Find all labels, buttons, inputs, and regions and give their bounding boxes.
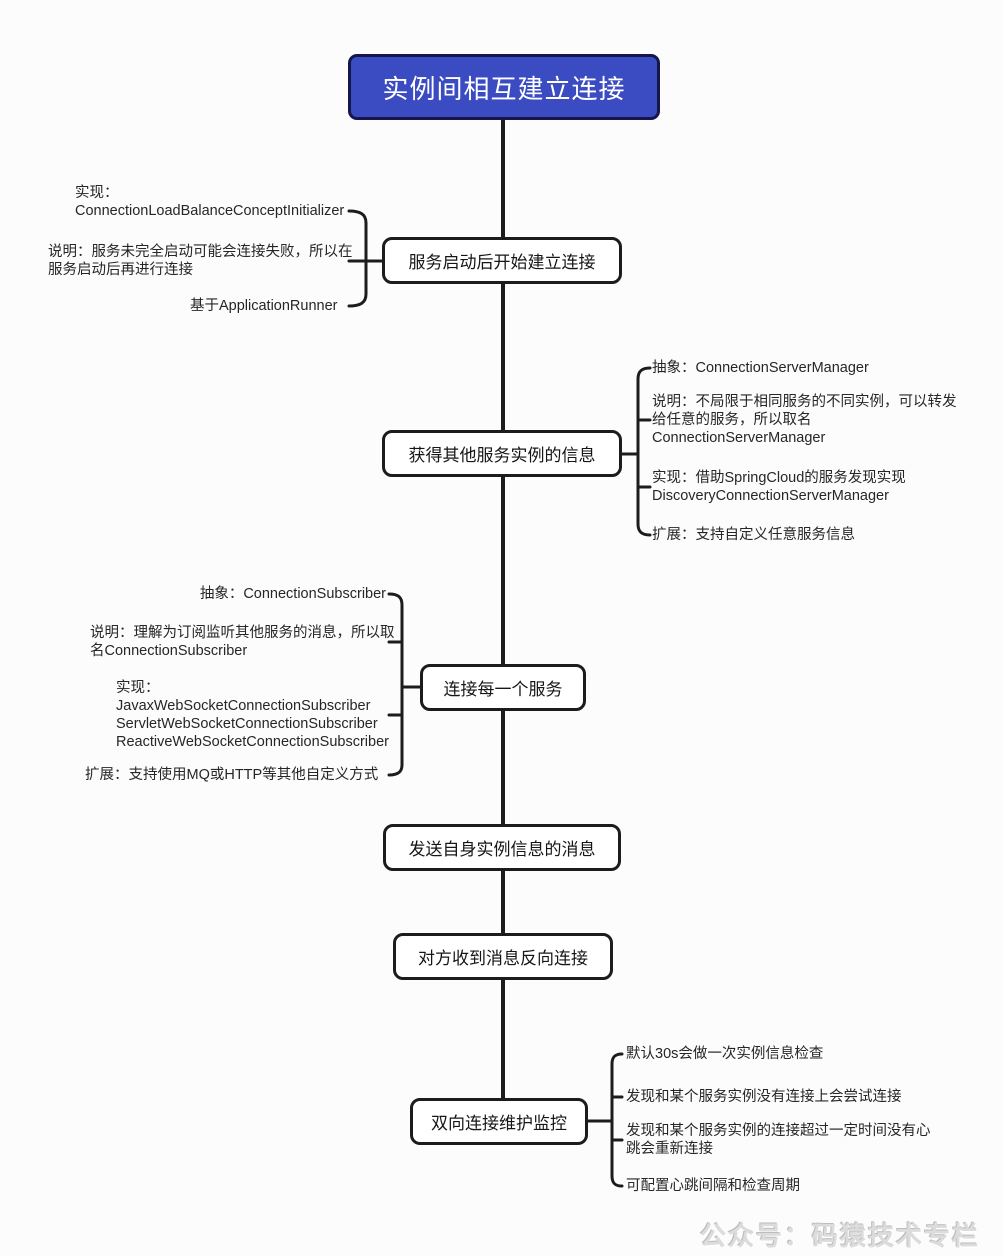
annotation-servermanager-extend: 扩展：支持自定义任意服务信息 <box>652 527 855 543</box>
annotation-subscriber-impl: 实现： JavaxWebSocketConnectionSubscriber S… <box>116 680 389 750</box>
flow-node-connect-each: 连接每一个服务 <box>420 664 586 711</box>
flow-node-monitor: 双向连接维护监控 <box>410 1098 588 1145</box>
annotation-monitor-check: 默认30s会做一次实例信息检查 <box>626 1046 824 1062</box>
annotation-servermanager-abstract: 抽象：ConnectionServerManager <box>652 360 869 376</box>
flow-node-reverse-connect: 对方收到消息反向连接 <box>393 933 613 980</box>
annotation-subscriber-note: 说明：理解为订阅监听其他服务的消息，所以取 名ConnectionSubscri… <box>90 625 395 659</box>
annotation-startup-runner: 基于ApplicationRunner <box>190 298 338 314</box>
annotation-subscriber-extend: 扩展：支持使用MQ或HTTP等其他自定义方式 <box>85 767 379 783</box>
flow-node-get-instances: 获得其他服务实例的信息 <box>382 430 622 477</box>
annotation-monitor-retry: 发现和某个服务实例没有连接上会尝试连接 <box>626 1089 902 1105</box>
annotation-startup-impl: 实现： ConnectionLoadBalanceConceptInitiali… <box>75 185 345 219</box>
bracket-server-manager <box>620 366 652 537</box>
watermark-text: 公众号：码猿技术专栏 <box>700 1221 981 1251</box>
title-node: 实例间相互建立连接 <box>348 54 660 120</box>
bracket-subscriber <box>387 592 423 777</box>
annotation-monitor-config: 可配置心跳间隔和检查周期 <box>626 1178 800 1194</box>
flow-node-send-self-info: 发送自身实例信息的消息 <box>383 824 621 871</box>
annotation-subscriber-abstract: 抽象：ConnectionSubscriber <box>199 586 386 602</box>
annotation-servermanager-note: 说明：不局限于相同服务的不同实例，可以转发 给任意的服务，所以取名 Connec… <box>652 394 957 446</box>
bracket-startup <box>347 209 386 308</box>
bracket-monitor <box>585 1052 624 1188</box>
flow-node-start-after-boot: 服务启动后开始建立连接 <box>382 237 622 284</box>
annotation-servermanager-impl: 实现：借助SpringCloud的服务发现实现 DiscoveryConnect… <box>652 470 906 504</box>
annotation-startup-note: 说明：服务未完全启动可能会连接失败，所以在 服务启动后再进行连接 <box>48 244 353 278</box>
annotation-monitor-heartbeat: 发现和某个服务实例的连接超过一定时间没有心 跳会重新连接 <box>626 1123 931 1157</box>
